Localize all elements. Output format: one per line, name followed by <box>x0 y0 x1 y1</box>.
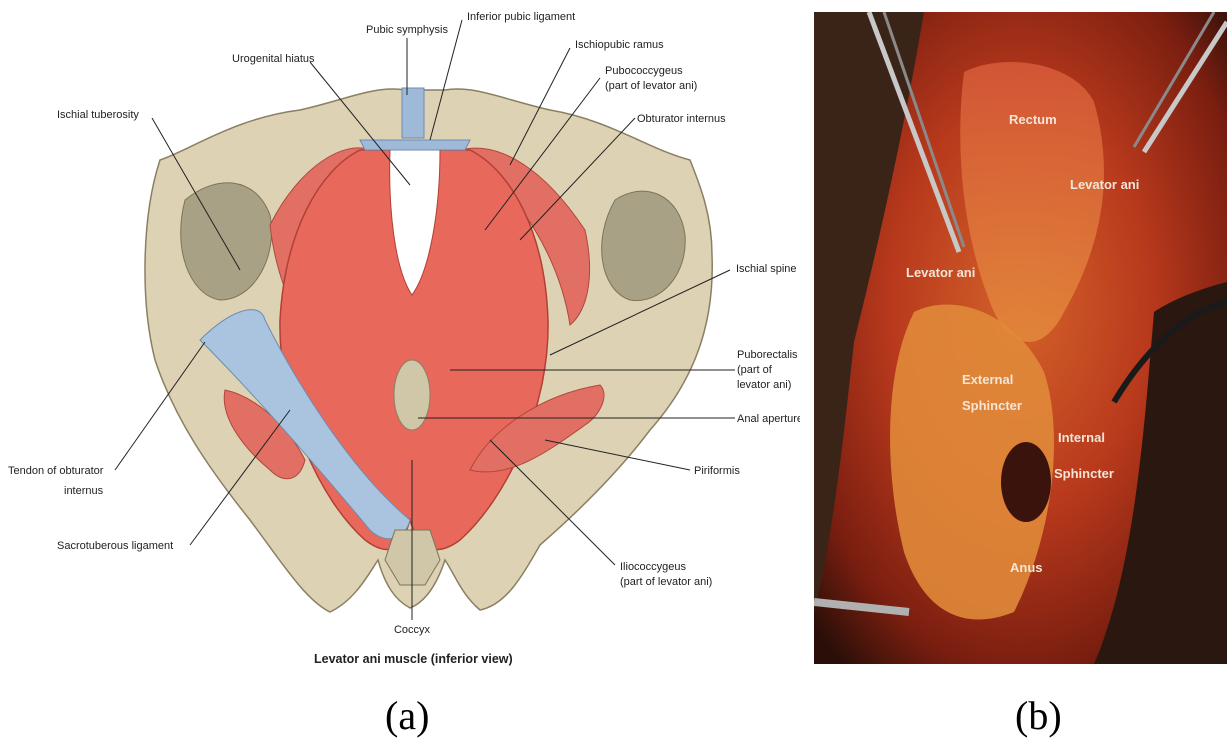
label-iliococcygeus: Iliococcygeus <box>620 561 687 573</box>
label-sacrotuberous-ligament: Sacrotuberous ligament <box>57 540 173 552</box>
levator-ani-illustration-panel: Pubic symphysis Inferior pubic ligament … <box>0 0 800 744</box>
label-external: External <box>962 372 1013 387</box>
label-pubococcygeus: Pubococcygeus <box>605 65 683 77</box>
caption-a: (a) <box>385 692 429 739</box>
label-pubococcygeus-part: (part of levator ani) <box>605 80 697 92</box>
label-ischiopubic-ramus: Ischiopubic ramus <box>575 39 664 51</box>
label-internal: Internal <box>1058 430 1105 445</box>
label-anus: Anus <box>1010 560 1043 575</box>
pubic-symphysis <box>402 88 424 138</box>
label-anal-aperture: Anal aperture <box>737 413 800 425</box>
anus-opening <box>1001 442 1051 522</box>
label-ischial-spine: Ischial spine <box>736 263 797 275</box>
label-urogenital-hiatus: Urogenital hiatus <box>232 53 315 65</box>
label-coccyx: Coccyx <box>394 624 431 636</box>
label-puborectalis: Puborectalis <box>737 349 798 361</box>
label-obturator-internus: Obturator internus <box>637 113 726 125</box>
label-internal-sphincter: Sphincter <box>1054 466 1114 481</box>
label-levator-ani-right: Levator ani <box>1070 177 1139 192</box>
label-puborectalis-levator: levator ani) <box>737 379 791 391</box>
label-external-sphincter: Sphincter <box>962 398 1022 413</box>
label-ischial-tuberosity: Ischial tuberosity <box>57 109 139 121</box>
label-tendon-obturator: Tendon of obturator <box>8 465 104 477</box>
label-iliococcygeus-part: (part of levator ani) <box>620 576 712 588</box>
label-piriformis: Piriformis <box>694 465 740 477</box>
label-levator-ani-left: Levator ani <box>906 265 975 280</box>
pelvic-floor-illustration: Pubic symphysis Inferior pubic ligament … <box>0 0 800 744</box>
label-inferior-pubic-ligament: Inferior pubic ligament <box>467 11 575 23</box>
illustration-title: Levator ani muscle (inferior view) <box>314 652 513 666</box>
label-puborectalis-part: (part of <box>737 364 773 376</box>
label-pubic-symphysis: Pubic symphysis <box>366 24 448 36</box>
caption-b: (b) <box>1015 692 1062 739</box>
inferior-pubic-ligament <box>360 140 470 150</box>
anal-aperture <box>394 360 430 430</box>
label-rectum: Rectum <box>1009 112 1057 127</box>
surgical-photo: Rectum Levator ani Levator ani External … <box>814 12 1227 664</box>
surgical-photo-panel: Rectum Levator ani Levator ani External … <box>814 12 1227 664</box>
label-tendon-obturator-internus: internus <box>64 485 104 497</box>
